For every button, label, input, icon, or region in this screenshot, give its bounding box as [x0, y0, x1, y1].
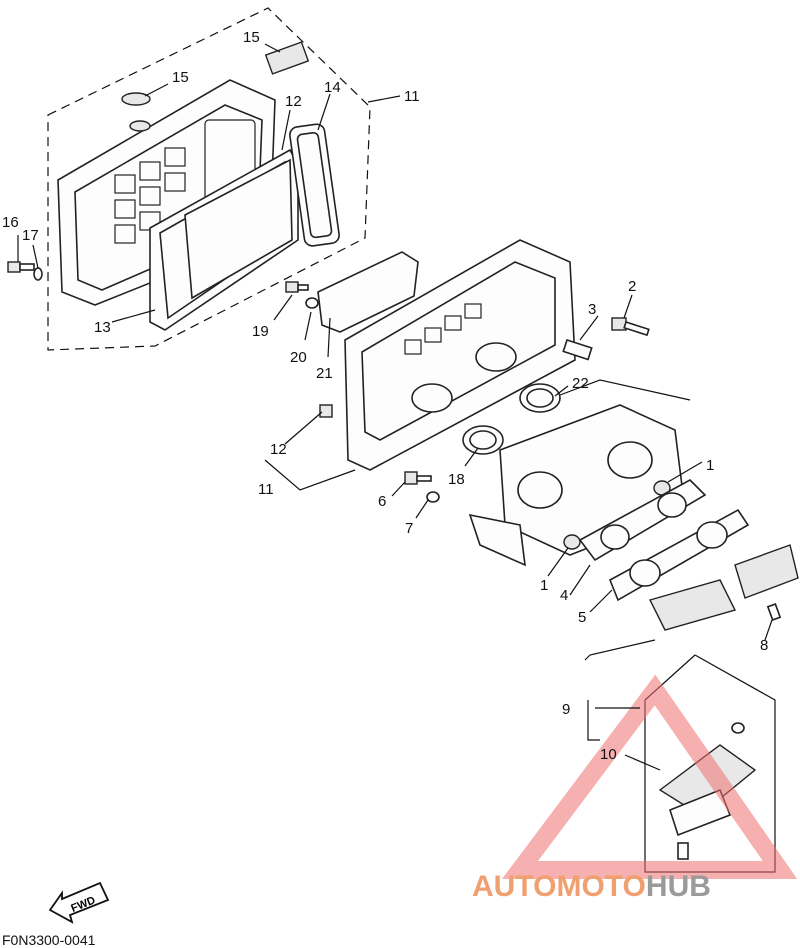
- callout-12: 12: [270, 441, 287, 458]
- callout-6: 6: [378, 493, 386, 510]
- callout-20: 17: [22, 227, 39, 244]
- washer-22: [305, 297, 319, 309]
- callout-7: 7: [405, 520, 413, 537]
- plate-5: [608, 508, 750, 602]
- gasket-4: [578, 479, 707, 562]
- bolt-21: [285, 281, 309, 293]
- fwd-label: FWD: [69, 894, 97, 915]
- collar-3: [562, 338, 593, 361]
- callout-15-left: 13: [94, 319, 111, 336]
- callout-16: 15: [172, 69, 189, 86]
- callout-14: 12: [285, 93, 302, 110]
- leader-lines: [17, 43, 773, 771]
- bolt-2: [611, 317, 650, 337]
- element-14: [184, 158, 293, 300]
- bolt-19: [7, 261, 35, 273]
- pin-8: [766, 603, 782, 621]
- callout-2: 2: [628, 278, 636, 295]
- callout-19: 16: [2, 214, 19, 231]
- grommet-12: [319, 404, 333, 418]
- callout-11: 11: [258, 481, 274, 498]
- callout-10: 10: [600, 746, 617, 763]
- watermark-automoto: AUTOMOTO: [472, 870, 646, 903]
- watermark-hub: HUB: [646, 870, 711, 903]
- callout-1-lower: 1: [540, 577, 548, 594]
- callout-23-upper: 22: [572, 375, 589, 392]
- bolt-6: [404, 471, 432, 485]
- fwd-arrow-icon: FWD: [48, 881, 110, 924]
- nut-1-lower: [563, 534, 581, 550]
- callout-8: 8: [760, 637, 768, 654]
- reed-valve-9: [648, 544, 799, 631]
- watermark-text: AUTOMOTOHUB: [472, 870, 711, 903]
- diagram-code: F0N3300-0041: [2, 932, 96, 948]
- airbox-body-11: [344, 239, 576, 471]
- callout-15-right: 14: [324, 79, 341, 96]
- callout-1-upper: 1: [706, 457, 714, 474]
- plate-18: [317, 251, 419, 333]
- callout-5: 5: [578, 609, 586, 626]
- callout-18: 21: [316, 365, 333, 382]
- washer-7: [426, 491, 440, 503]
- clip-16: [121, 92, 151, 106]
- callout-23-lower: 18: [448, 471, 465, 488]
- callout-21: 19: [252, 323, 269, 340]
- watermark-logo: [502, 674, 798, 879]
- callout-13: 11: [404, 88, 420, 105]
- callout-22: 20: [290, 349, 307, 366]
- callout-17: 15: [243, 29, 260, 46]
- assembly-13-dashed-boundary: [47, 7, 371, 351]
- callout-4: 4: [560, 587, 568, 604]
- callout-3: 3: [588, 301, 596, 318]
- washer-20: [33, 267, 43, 281]
- callout-9: 9: [562, 701, 570, 718]
- connector-17: [264, 41, 310, 75]
